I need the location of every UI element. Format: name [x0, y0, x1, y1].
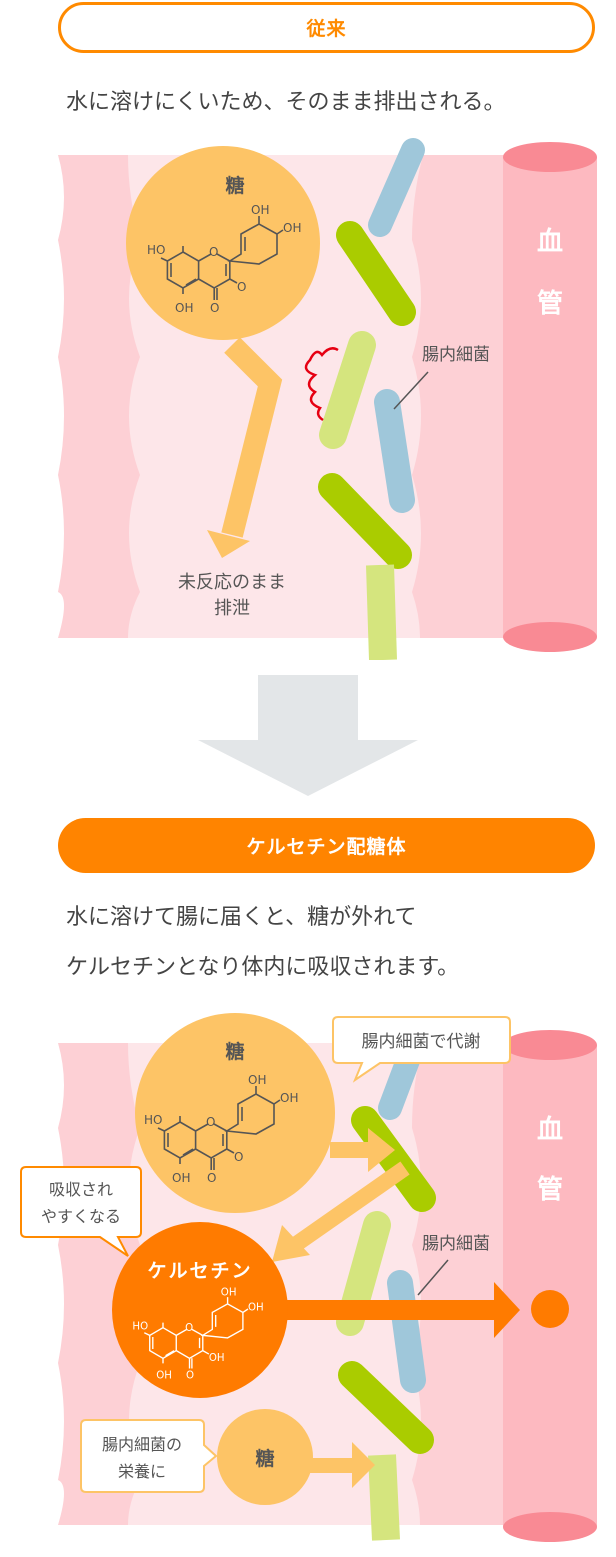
quercetin-molecule: HO O OH OH O OH OH [132, 1287, 263, 1381]
bacterium-blue [368, 138, 425, 237]
glycoside-pill: ケルセチン配糖体 [58, 818, 595, 873]
bacteria-leader-line [417, 1259, 449, 1296]
vessel-label-2: 管 [537, 1175, 563, 1205]
mol-ho: HO [147, 243, 165, 257]
rejection-mark-icon [304, 347, 339, 422]
release-arrow [272, 1161, 410, 1262]
excreted-label-1: 未反応のまま [178, 572, 286, 593]
absorb-callout-text-2: やすくなる [41, 1207, 121, 1226]
bacterium-green [351, 1106, 436, 1212]
mol-o: O [237, 280, 246, 294]
absorption-arrow [280, 1282, 520, 1338]
mol-oh: OH [248, 1303, 264, 1314]
mol-oh: OH [156, 1371, 172, 1382]
vessel-label-1: 血 [537, 227, 563, 257]
bacterium-green [336, 221, 416, 326]
nutrient-callout-text-2: 栄養に [118, 1462, 166, 1481]
mol-ring-o: O [206, 1115, 215, 1129]
bacterium-light-green [366, 564, 397, 660]
blood-vessel-top-cap [503, 1030, 597, 1060]
sugar-circle [126, 146, 320, 340]
glycoside-description-1: 水に溶けて腸に届くと、糖が外れて [66, 905, 417, 930]
small-sugar-circle [217, 1409, 313, 1505]
sugar-label: 糖 [225, 1040, 244, 1063]
mol-ring-o: O [185, 1323, 193, 1334]
mol-oh: OH [248, 1073, 266, 1087]
mol-oh: OH [175, 301, 193, 315]
quercetin-label: ケルセチン [147, 1260, 252, 1282]
absorbed-quercetin-dot [531, 1290, 569, 1328]
vessel-label-1: 血 [537, 1115, 563, 1145]
metabolize-callout-text: 腸内細菌で代謝 [362, 1032, 481, 1052]
bacterium-green [338, 1361, 434, 1454]
conventional-pill: 従来 [58, 2, 595, 53]
nutrient-arrow [305, 1442, 375, 1488]
mol-carbonyl-o: O [210, 301, 219, 315]
metabolize-callout: 腸内細菌で代謝 [332, 1016, 511, 1083]
blood-vessel-top-cap [503, 142, 597, 172]
glycoside-pill-label: ケルセチン配糖体 [246, 836, 407, 858]
conventional-diagram: 血 管 腸内細菌 糖 HO O O OH O OH OH 未反応のまま 排泄 [58, 138, 597, 660]
excretion-arrow [221, 337, 283, 538]
mol-ho: HO [144, 1113, 162, 1127]
bacterium-green [318, 473, 412, 569]
vessel-label-2: 管 [537, 289, 563, 319]
nutrient-callout-text-1: 腸内細菌の [102, 1435, 182, 1454]
mol-oh: OH [280, 1091, 298, 1105]
bacterium-light-green [368, 1454, 400, 1541]
blood-vessel-bottom-cap [503, 1512, 597, 1542]
glycoside-diagram: 血 管 腸内細菌 糖 HO O O OH O OH OH 腸内細菌で代謝 [20, 1013, 597, 1542]
bacteria-label: 腸内細菌 [422, 1234, 490, 1254]
blood-vessel [503, 1045, 597, 1527]
conventional-description: 水に溶けにくいため、そのまま排出される。 [66, 90, 506, 115]
mol-carbonyl-o: O [207, 1171, 216, 1185]
excreted-label-2: 排泄 [214, 598, 250, 619]
blood-vessel [503, 157, 597, 637]
conventional-pill-label: 従来 [306, 18, 347, 40]
transition-arrow-icon [198, 675, 418, 796]
metabolize-arrow [330, 1128, 395, 1172]
bacterium-blue [374, 389, 415, 513]
glycoside-description-2: ケルセチンとなり体内に吸収されます。 [66, 955, 460, 980]
mol-oh: OH [172, 1171, 190, 1185]
bacterium-light-green [319, 331, 376, 449]
mol-oh: OH [209, 1353, 225, 1364]
mol-oh: OH [283, 221, 301, 235]
mol-oh: OH [251, 203, 269, 217]
blood-vessel-bottom-cap [503, 622, 597, 652]
bacteria-group [318, 138, 425, 660]
flavonoid-molecule: HO O O OH O OH OH [147, 203, 301, 315]
flavonoid-molecule: HO O O OH O OH OH [144, 1073, 298, 1185]
bacterium-blue [387, 1270, 426, 1393]
absorb-callout-text-1: 吸収され [49, 1180, 113, 1199]
excretion-arrowhead [207, 530, 250, 558]
bacteria-leader-line [393, 371, 429, 410]
sugar-circle [135, 1013, 335, 1213]
bacteria-label: 腸内細菌 [422, 345, 490, 365]
mol-oh: OH [221, 1287, 237, 1298]
mol-carbonyl-o: O [186, 1371, 194, 1382]
mol-ring-o: O [209, 245, 218, 259]
small-sugar-label: 糖 [255, 1447, 274, 1470]
sugar-label: 糖 [225, 174, 244, 197]
mol-o: O [234, 1150, 243, 1164]
absorb-callout: 吸収され やすくなる [20, 1166, 142, 1257]
mol-ho: HO [132, 1321, 148, 1332]
nutrient-callout: 腸内細菌の 栄養に [80, 1419, 218, 1493]
